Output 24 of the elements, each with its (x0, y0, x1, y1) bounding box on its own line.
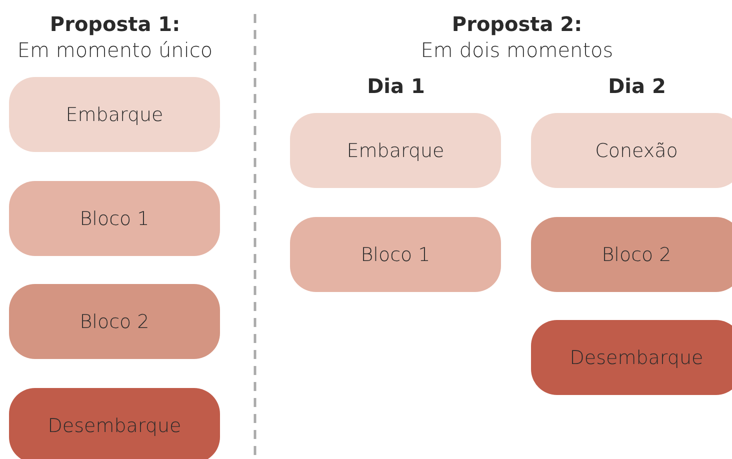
subheading: Em dois momentos (420, 38, 614, 62)
subheading: Em momento único (17, 38, 213, 62)
step-label: Bloco 2 (80, 310, 150, 332)
day-heading: Dia 2 (608, 74, 666, 98)
step-label: Conexão (595, 140, 678, 162)
step-box (290, 217, 501, 292)
day-heading: Dia 1 (367, 74, 425, 98)
step-label: Bloco 2 (602, 244, 672, 266)
heading: Proposta 1: (50, 12, 180, 36)
step-label: Embarque (66, 104, 164, 126)
step-box (531, 113, 732, 188)
step-box (531, 217, 732, 292)
step-box (9, 388, 220, 459)
step-label: Bloco 1 (80, 208, 150, 230)
step-box (290, 113, 501, 188)
step-label: Desembarque (48, 414, 182, 436)
step-box (531, 320, 732, 395)
heading: Proposta 2: (452, 12, 582, 36)
step-box (9, 284, 220, 359)
step-label: Desembarque (570, 346, 704, 368)
step-box (9, 77, 220, 152)
step-label: Embarque (346, 140, 444, 162)
step-box (9, 181, 220, 256)
step-label: Bloco 1 (360, 244, 430, 266)
